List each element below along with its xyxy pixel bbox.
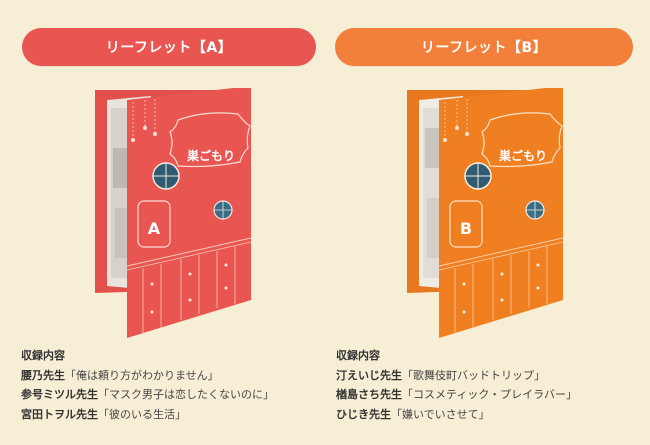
credit-title: 「彼のいる生活」 [98,407,186,421]
leaflet-a-badge-letter: A [148,219,161,238]
leaflet-a-button-label: リーフレット【A】 [105,40,233,56]
leaflet-a-cover-title: 巣ごもり [186,148,235,163]
credits-heading: 収録内容 [336,349,380,362]
credit-item: 楢島さち先生「コスメティック・プレイラバー」 [336,385,577,405]
credit-title: 「歌舞伎町バッドトリップ」 [402,368,545,382]
leaflet-a-section: リーフレット【A】 [15,0,325,445]
credit-author: ひじき先生 [336,407,391,421]
credit-author: 宮田トヲル先生 [21,407,98,421]
credit-author: 参号ミツル先生 [21,388,98,401]
leaflet-a-button[interactable]: リーフレット【A】 [22,28,316,66]
credit-author: 汀えいじ先生 [336,368,402,382]
credit-item: 腰乃先生「俺は頼り方がわかりません」 [21,366,274,386]
leaflet-b-button-label: リーフレット【B】 [420,40,548,56]
credit-item: 宮田トヲル先生「彼のいる生活」 [21,405,274,425]
credit-item: ひじき先生「嫌いでいさせて」 [336,405,577,425]
credits-heading: 収録内容 [21,349,65,362]
credit-item: 汀えいじ先生「歌舞伎町バッドトリップ」 [336,366,577,386]
leaflet-b-button[interactable]: リーフレット【B】 [335,28,633,66]
credit-title: 「嫌いでいさせて」 [391,407,490,421]
credit-author: 楢島さち先生 [336,388,402,401]
credit-title: 「コスメティック・プレイラバー」 [402,388,578,401]
credit-item: 参号ミツル先生「マスク男子は恋したくないのに」 [21,385,274,405]
leaflet-a-credits: 収録内容 腰乃先生「俺は頼り方がわかりません」 参号ミツル先生「マスク男子は恋し… [21,346,274,424]
leaflet-b-credits: 収録内容 汀えいじ先生「歌舞伎町バッドトリップ」 楢島さち先生「コスメティック・… [336,346,577,424]
leaflet-b-section: リーフレット【B】 巣ごもり [330,0,640,445]
credit-author: 腰乃先生 [21,368,65,382]
leaflet-b-cover-title: 巣ごもり [498,148,547,163]
leaflet-a-image: 巣ごもり A [93,88,253,338]
credit-title: 「俺は頼り方がわかりません」 [65,368,219,382]
leaflet-b-badge-letter: B [460,219,472,238]
credit-title: 「マスク男子は恋したくないのに」 [98,388,274,401]
leaflet-b-image: 巣ごもり B [405,88,565,338]
